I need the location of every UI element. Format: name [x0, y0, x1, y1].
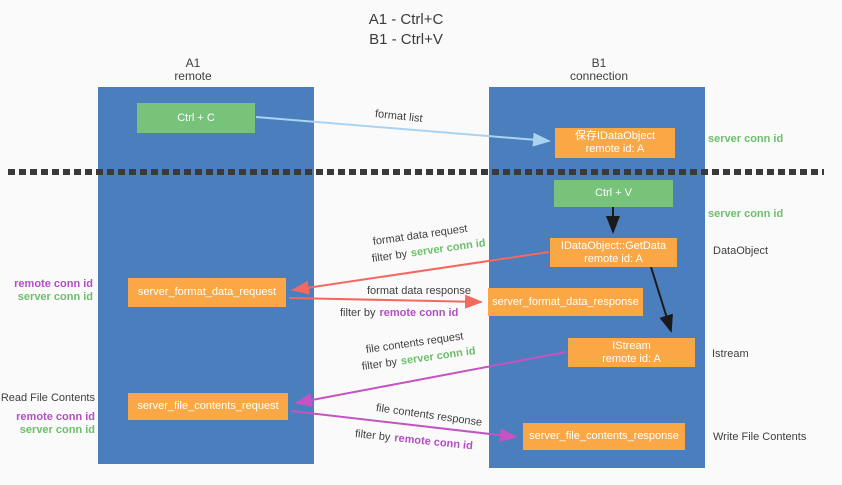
dataobject-label: DataObject [713, 245, 769, 257]
filter-by-remote-conn-id-label-1: filter by remote conn id [340, 307, 458, 320]
file-contents-response-label: file contents response [375, 402, 483, 429]
lane-a1-name: A1 [185, 56, 201, 70]
remote-conn-id-text: remote conn id [379, 307, 459, 319]
server-file-contents-request-label: server_file_contents_request [137, 400, 279, 412]
filter-by-text: filter by [361, 356, 398, 373]
server-file-contents-request-node: server_file_contents_request [128, 393, 288, 420]
server-conn-id-right-mid: server conn id [708, 208, 784, 220]
server-file-contents-response-node: server_file_contents_response [523, 423, 685, 450]
remote-conn-id-text: remote conn id [393, 432, 474, 453]
lane-a1-role: remote [174, 69, 212, 83]
istream-line2: remote id: A [602, 352, 661, 365]
getdata-line2: remote id: A [584, 252, 643, 265]
lane-b1-name: B1 [591, 56, 607, 70]
ctrl-c-label: Ctrl + C [177, 111, 215, 124]
filter-by-text: filter by [354, 428, 391, 444]
write-file-contents-label: Write File Contents [713, 431, 807, 443]
getdata-line1: IDataObject::GetData [560, 239, 667, 252]
server-conn-id-right-top: server conn id [708, 133, 784, 145]
server-format-data-request-label: server_format_data_request [137, 286, 277, 298]
lane-header-a1: A1 remote [87, 57, 299, 83]
save-dataobject-line1: 保存IDataObject [574, 130, 656, 142]
filter-by-remote-conn-id-label-2: filter by remote conn id [354, 428, 473, 453]
lane-b1-role: connection [569, 69, 629, 83]
filter-by-text: filter by [371, 248, 408, 265]
ctrl-c-node: Ctrl + C [137, 103, 255, 133]
server-conn-id-left-1: server conn id [17, 291, 93, 303]
title-line-2: B1 - Ctrl+V [369, 31, 443, 48]
istream-node: IStream remote id: A [568, 338, 695, 367]
copy-paste-divider-dotted-line [8, 169, 824, 175]
save-dataobject-node: 保存IDataObject remote id: A [555, 128, 675, 158]
save-dataobject-line2: remote id: A [585, 143, 645, 155]
title-line-1: A1 - Ctrl+C [368, 11, 444, 28]
getdata-node: IDataObject::GetData remote id: A [550, 238, 677, 267]
remote-conn-id-left-1: remote conn id [14, 278, 93, 290]
istream-line1: IStream [612, 339, 651, 352]
istream-side-label: Istream [712, 348, 749, 360]
ctrl-v-label: Ctrl + V [595, 187, 632, 199]
left-conn-id-stack-1: remote conn id server conn id [0, 278, 93, 304]
diagram-title: A1 - Ctrl+C B1 - Ctrl+V [0, 10, 812, 50]
format-data-response-arrow [288, 294, 483, 309]
left-conn-id-stack-2: Read File Contents remote conn id server… [0, 392, 95, 437]
format-list-label: format list [374, 108, 424, 125]
server-file-contents-response-label: server_file_contents_response [529, 430, 679, 442]
remote-conn-id-left-2: remote conn id [16, 411, 95, 423]
format-data-response-label: format data response [367, 285, 471, 297]
ctrl-v-node: Ctrl + V [554, 180, 673, 207]
server-conn-id-left-2: server conn id [19, 424, 95, 436]
server-format-data-request-node: server_format_data_request [128, 278, 286, 307]
lane-header-b1: B1 connection [491, 57, 707, 83]
server-format-data-response-label: server_format_data_response [492, 295, 639, 308]
server-format-data-response-node: server_format_data_response [488, 288, 643, 316]
filter-by-text: filter by [340, 307, 376, 319]
read-file-contents-label: Read File Contents [0, 392, 95, 404]
